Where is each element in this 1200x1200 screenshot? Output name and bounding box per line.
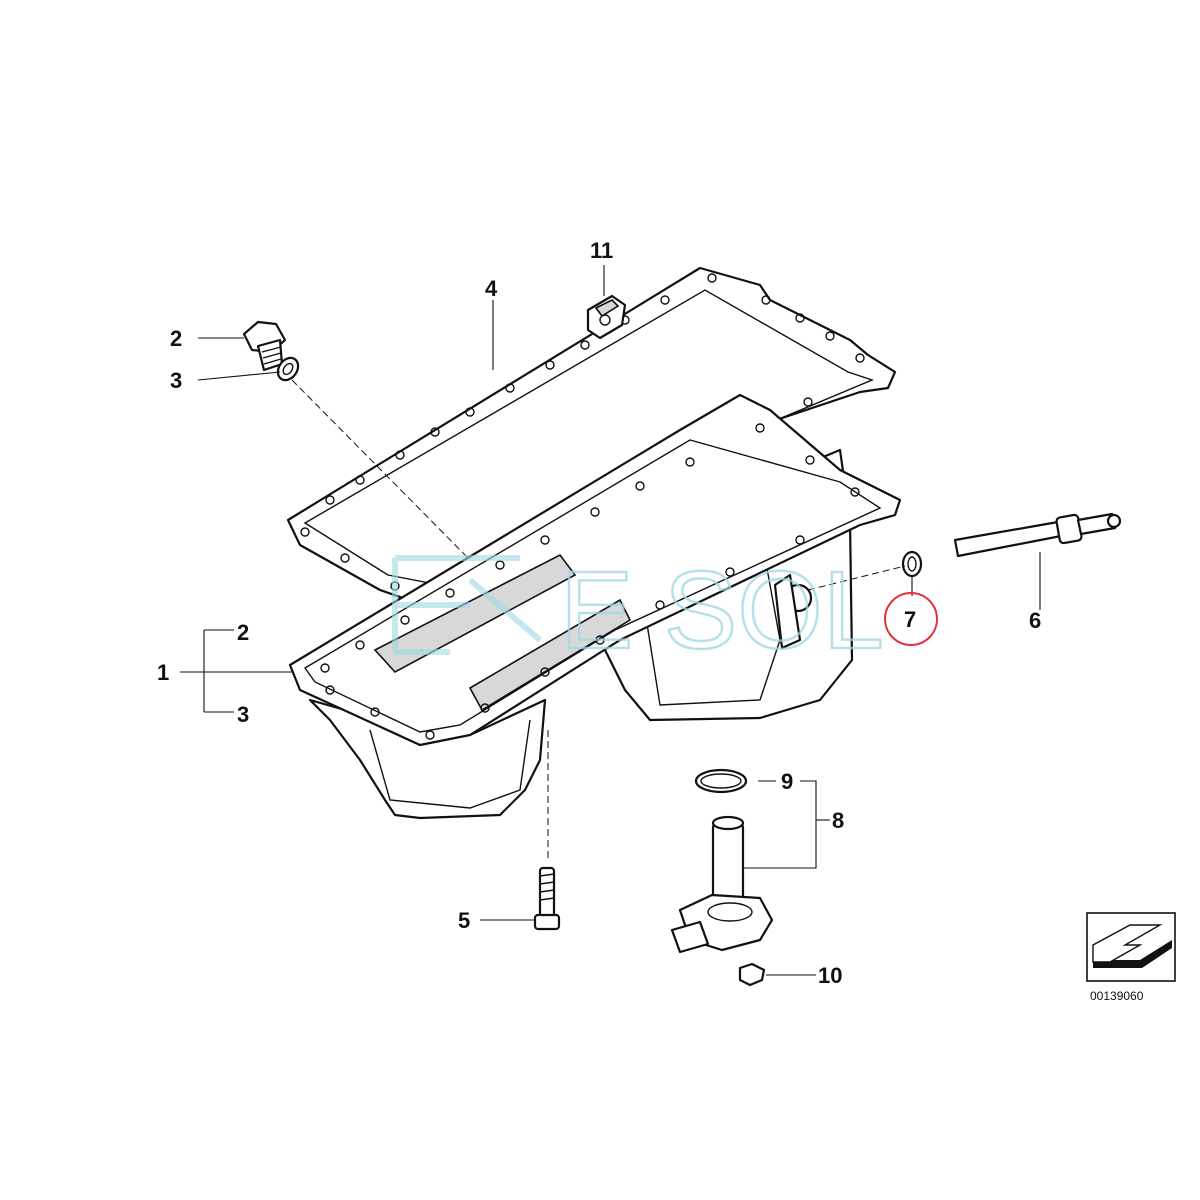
callout-3-top: 3 — [170, 368, 182, 393]
callout-4: 4 — [485, 276, 498, 301]
callout-3-side: 3 — [237, 702, 249, 727]
watermark: E SOL — [392, 548, 885, 673]
diagram-reference-box: 00139060 — [1086, 912, 1176, 1003]
callout-labels: 2 3 4 11 1 2 3 5 6 7 8 9 10 — [157, 238, 1041, 988]
assembly-paths — [291, 379, 906, 862]
callout-9: 9 — [781, 769, 793, 794]
oil-pan — [288, 393, 902, 820]
callout-8: 8 — [832, 808, 844, 833]
highlight-circle — [884, 592, 938, 646]
callout-7: 7 — [904, 607, 916, 632]
dipstick-guide-tube — [953, 512, 1122, 558]
drain-plug-seal-ring — [276, 356, 300, 382]
part-11-cover — [586, 294, 627, 340]
pan-bolt-holes — [320, 423, 860, 740]
callout-11: 11 — [590, 238, 613, 263]
dipstick-seal-ring — [901, 550, 923, 578]
callout-10: 10 — [818, 963, 842, 988]
watermark-text: E SOL — [560, 549, 884, 672]
watermark-logo-icon — [392, 555, 542, 655]
callout-6: 6 — [1029, 608, 1041, 633]
drain-plug — [242, 320, 287, 372]
oil-level-sensor — [670, 815, 774, 954]
sensor-screw — [738, 962, 766, 987]
leader-lines — [180, 265, 1041, 976]
callout-2-top: 2 — [170, 326, 182, 351]
o-ring — [694, 768, 748, 794]
arrow-symbol-icon — [1092, 924, 1172, 968]
callout-2-side: 2 — [237, 620, 249, 645]
callout-1: 1 — [157, 660, 169, 685]
pan-bolt — [533, 866, 561, 931]
diagram-code: 00139060 — [1090, 989, 1144, 1003]
callout-5: 5 — [458, 908, 470, 933]
